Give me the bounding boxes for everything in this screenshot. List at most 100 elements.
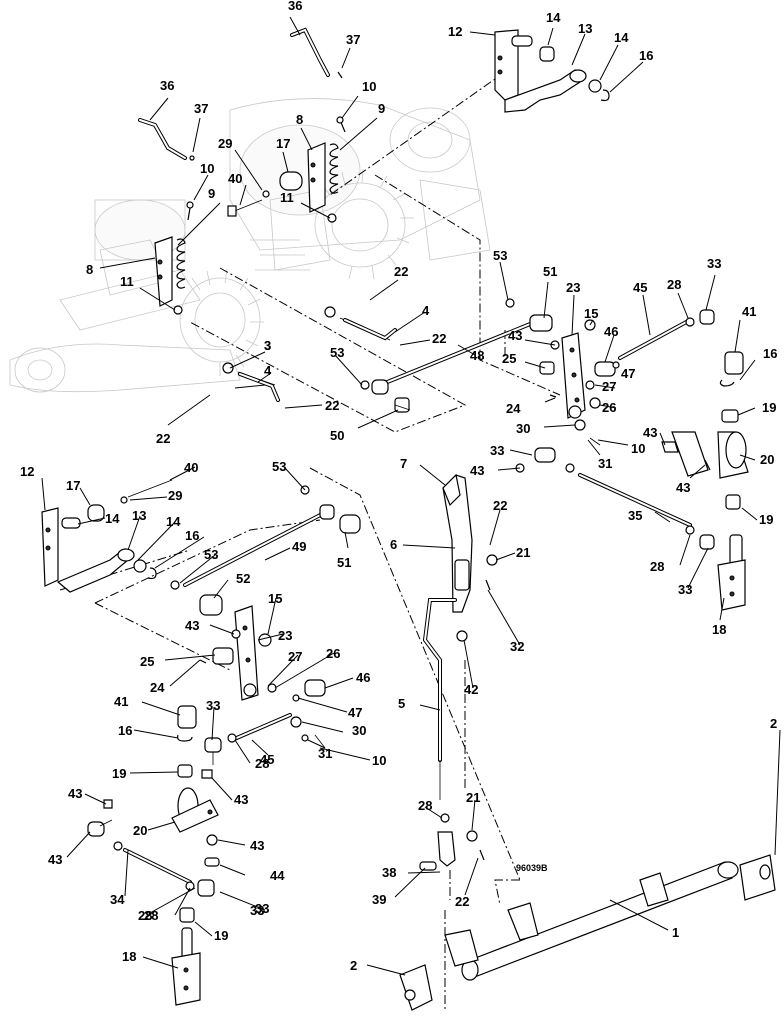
part-label: 26	[326, 646, 340, 661]
part-label: 36	[160, 78, 174, 93]
part-label: 22	[156, 431, 170, 446]
part-label: 24	[506, 401, 521, 416]
part-label: 46	[604, 324, 618, 339]
part-label: 1	[672, 925, 679, 940]
part-label: 28	[144, 908, 158, 923]
part-label: 37	[346, 32, 360, 47]
part-label: 28	[138, 908, 152, 923]
part-label: 22	[493, 498, 507, 513]
part-label: 33	[250, 903, 264, 918]
part-label: 17	[66, 478, 80, 493]
part-label: 25	[140, 654, 154, 669]
part-label: 22	[394, 264, 408, 279]
part-label: 10	[372, 753, 386, 768]
part-label: 4	[264, 363, 272, 378]
part-label: 43	[643, 425, 657, 440]
part-label: 40	[228, 171, 242, 186]
part-label: 16	[639, 48, 653, 63]
part-label: 13	[578, 21, 592, 36]
part-label: 8	[296, 112, 303, 127]
part-label: 49	[292, 539, 306, 554]
part-label: 43	[234, 792, 248, 807]
part-label: 26	[602, 400, 616, 415]
part-label: 22	[432, 331, 446, 346]
part-label: 41	[742, 304, 756, 319]
part-label: 33	[255, 901, 269, 916]
part-label: 35	[628, 508, 642, 523]
part-label: 10	[200, 161, 214, 176]
part-label: 10	[631, 441, 645, 456]
part-label: 19	[759, 512, 773, 527]
part-label: 22	[325, 398, 339, 413]
part-label: 37	[194, 101, 208, 116]
part-label: 7	[400, 456, 407, 471]
part-label: 15	[584, 306, 598, 321]
part-label: 23	[278, 628, 292, 643]
part-label: 16	[185, 528, 199, 543]
part-label: 43	[676, 480, 690, 495]
part-label: 2	[350, 958, 357, 973]
part-label: 51	[337, 555, 351, 570]
part-label: 8	[86, 262, 93, 277]
part-label: 28	[418, 798, 432, 813]
part-label: 43	[185, 618, 199, 633]
part-label: 43	[48, 852, 62, 867]
part-label: 28	[667, 277, 681, 292]
part-label: 27	[288, 649, 302, 664]
part-label: 45	[633, 280, 647, 295]
part-label: 12	[448, 24, 462, 39]
part-label: 33	[206, 698, 220, 713]
part-label: 43	[508, 328, 522, 343]
part-label: 45	[260, 752, 274, 767]
part-label: 18	[712, 622, 726, 637]
part-number-labels: 36 37 12 14 13 14 16 36 37 10 9 8 29 17 …	[20, 0, 777, 973]
part-label: 51	[543, 264, 557, 279]
part-label: 33	[707, 256, 721, 271]
part-label: 48	[470, 348, 484, 363]
part-label: 29	[218, 136, 232, 151]
part-label: 30	[516, 421, 530, 436]
part-label: 20	[133, 823, 147, 838]
part-label: 15	[268, 591, 282, 606]
part-label: 14	[614, 30, 629, 45]
part-label: 16	[118, 723, 132, 738]
part-label: 40	[184, 460, 198, 475]
part-label: 14	[105, 511, 120, 526]
part-label: 28	[650, 559, 664, 574]
part-label: 11	[280, 190, 294, 205]
leader-lines	[41, 16, 781, 976]
part-label: 4	[422, 303, 430, 318]
part-label: 12	[20, 464, 34, 479]
part-label: 21	[466, 790, 480, 805]
part-label: 3	[264, 338, 271, 353]
part-label: 21	[516, 545, 530, 560]
part-label: 29	[168, 488, 182, 503]
part-label: 34	[110, 892, 125, 907]
part-label: 22	[455, 894, 469, 909]
part-label: 10	[362, 79, 376, 94]
part-label: 23	[566, 280, 580, 295]
part-label: 53	[493, 248, 507, 263]
part-label: 25	[502, 351, 516, 366]
part-label: 20	[760, 452, 774, 467]
part-label: 16	[763, 346, 777, 361]
part-label: 17	[276, 136, 290, 151]
part-label: 36	[288, 0, 302, 13]
part-label: 27	[602, 379, 616, 394]
part-label: 33	[490, 443, 504, 458]
part-label: 9	[378, 101, 385, 116]
part-label: 14	[166, 514, 181, 529]
part-label: 24	[150, 680, 165, 695]
part-label: 32	[510, 639, 524, 654]
part-label: 3	[264, 338, 271, 353]
part-label: 46	[356, 670, 370, 685]
part-label: 18	[122, 949, 136, 964]
engine-ghost-outline	[9, 98, 491, 393]
drawing-number: 96039B	[516, 863, 548, 873]
part-label: 2	[770, 716, 777, 731]
part-label: 53	[204, 547, 218, 562]
part-label: 50	[330, 428, 344, 443]
part-label: 14	[546, 10, 561, 25]
part-label: 9	[208, 186, 215, 201]
